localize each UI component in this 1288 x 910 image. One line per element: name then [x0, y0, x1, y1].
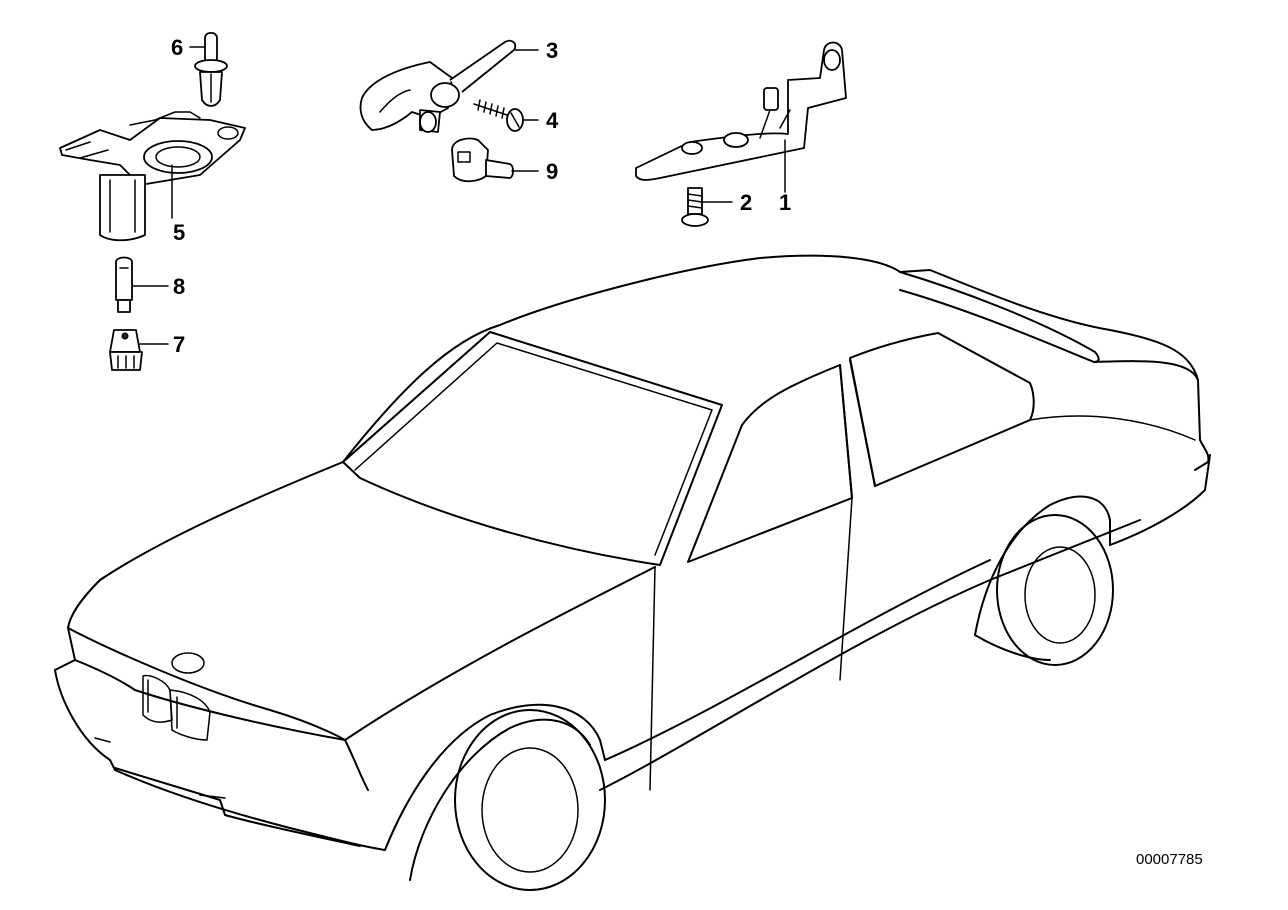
callout-7: 7 [173, 332, 185, 357]
part-6-push-pin [194, 32, 228, 107]
car-outline [54, 254, 1211, 891]
callout-1: 1 [779, 190, 791, 215]
drawing-number: 00007785 [1136, 851, 1203, 868]
callout-6: 6 [171, 35, 183, 60]
callout-2: 2 [740, 190, 752, 215]
part-4-screw [473, 99, 524, 132]
callouts: 1 2 3 4 5 6 7 8 9 [171, 35, 791, 357]
part-1-bracket [635, 41, 847, 181]
part-3-door-contact-switch [359, 39, 517, 133]
part-5-lamp-housing [59, 111, 246, 242]
part-7-bulb-socket [109, 329, 143, 371]
callout-8: 8 [173, 274, 185, 299]
callout-3: 3 [546, 38, 558, 63]
part-2-screw [681, 187, 709, 227]
callout-9: 9 [546, 159, 558, 184]
leader-lines [131, 46, 786, 345]
callout-4: 4 [546, 108, 559, 133]
part-8-bulb [115, 256, 133, 313]
part-9-grommet [451, 137, 514, 183]
callout-5: 5 [173, 220, 185, 245]
